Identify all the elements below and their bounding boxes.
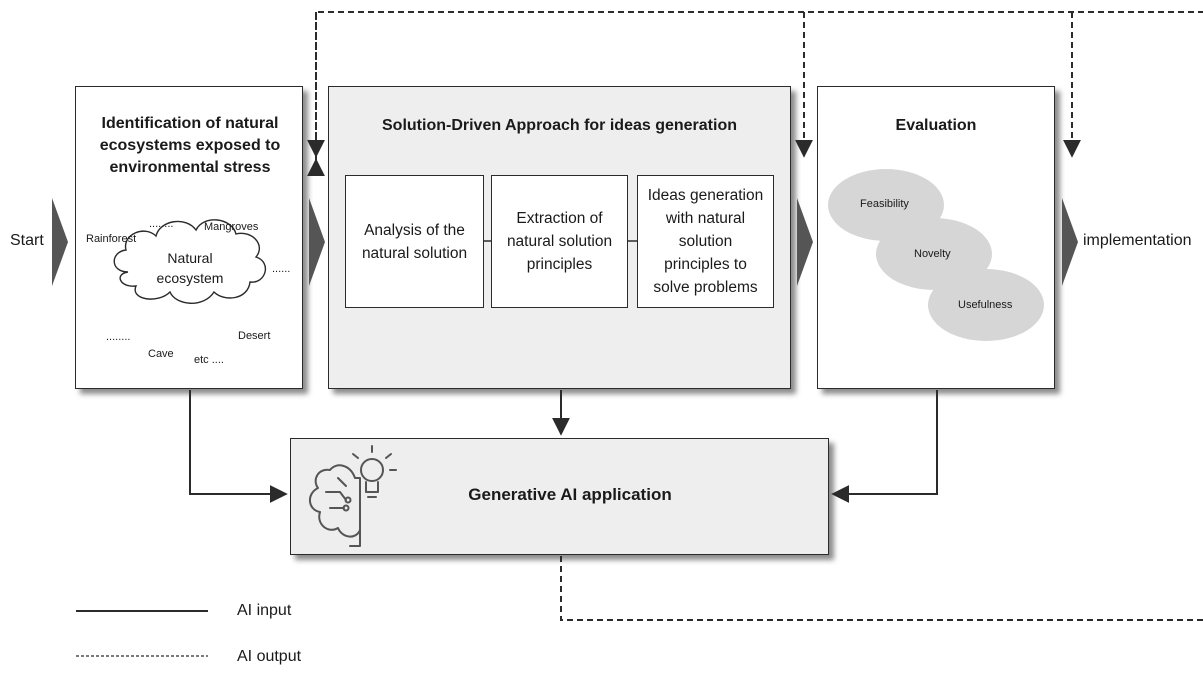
example-cave: Cave [148,348,174,360]
ellipse-usefulness [928,269,1044,341]
example-etc: etc .... [194,354,224,366]
generative-ai-title: Generative AI application [468,485,672,504]
criterion-novelty: Novelty [914,248,951,260]
flow-start-label: Start [10,232,44,249]
legend-dashed-label: AI output [237,648,302,665]
ai-output-path-bottom [560,556,1203,621]
example-desert: Desert [238,330,271,342]
flow-chevron-3 [1062,198,1078,286]
example-mangroves: Mangroves [204,221,259,233]
example-dots-left: ........ [106,331,131,343]
legend-solid-label: AI input [237,602,292,619]
brain-lightbulb-icon [309,445,397,547]
generative-ai-box [290,438,829,555]
example-dots-top: ........ [149,218,174,230]
stage-evaluation-title: Evaluation [895,117,977,134]
flow-chevron-start [52,198,68,286]
criterion-feasibility: Feasibility [860,198,909,210]
example-rainforest: Rainforest [86,233,137,245]
cloud-label: Natural ecosystem [156,250,224,286]
ai-input-arrow-left [189,390,288,503]
flow-chevron-2 [797,198,813,286]
natural-ecosystem-cloud [113,219,267,304]
step-ideas-generation-box: Ideas generation with natural solution p… [637,175,774,308]
flow-chevron-1 [309,198,325,286]
ai-input-arrow-right [831,390,938,503]
criterion-usefulness: Usefulness [958,299,1013,311]
stage-identification-title: Identification of natural ecosystems exp… [99,115,281,176]
stage-solution-driven-title: Solution-Driven Approach for ideas gener… [382,117,737,134]
ai-output-path-top [307,11,1203,177]
step-analysis-box: Analysis of the natural solution [345,175,484,308]
step-extraction-box: Extraction of natural solution principle… [491,175,628,308]
flow-end-label: implementation [1083,232,1192,249]
example-dots-right: ...... [272,263,291,275]
